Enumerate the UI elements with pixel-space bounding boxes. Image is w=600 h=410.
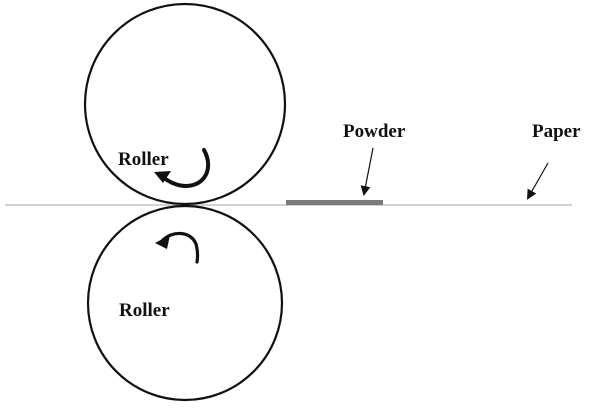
powder-strip	[286, 200, 383, 205]
top-roller	[83, 2, 287, 206]
powder-leader-arrow	[360, 147, 374, 196]
paper-label: Paper	[532, 121, 581, 142]
bottom-roller-label: Roller	[119, 300, 170, 321]
top-roller-label: Roller	[118, 149, 169, 170]
powder-label: Powder	[343, 121, 406, 142]
bottom-roller	[86, 204, 284, 402]
paper-leader-arrow	[527, 162, 549, 200]
bottom-roller-rotation-arrow-icon	[155, 231, 200, 264]
top-roller-rotation-arrow-icon	[154, 148, 211, 189]
